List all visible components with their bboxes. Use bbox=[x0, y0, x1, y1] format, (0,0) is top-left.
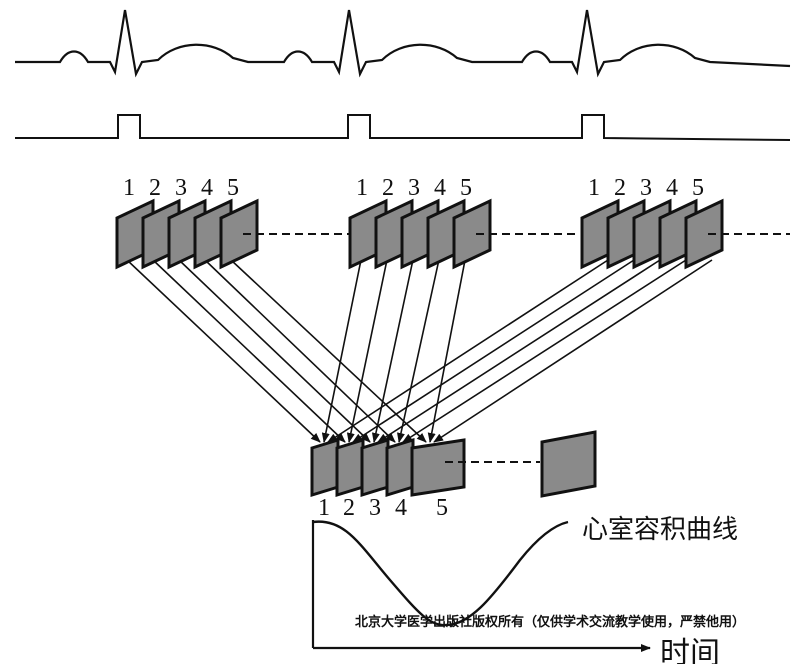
ventricular-volume-curve bbox=[312, 520, 569, 627]
bottom-frame-label: 4 bbox=[395, 495, 407, 521]
bottom-frame-1 bbox=[310, 437, 340, 498]
top-frame-label: 3 bbox=[640, 175, 652, 201]
top-frame-label: 5 bbox=[692, 175, 704, 201]
bottom-frame-3 bbox=[360, 437, 390, 498]
copyright-watermark: 北京大学医学出版社版权所有（仅供学术交流教学使用，严禁他用） bbox=[355, 614, 745, 630]
arrow-g1-f4 bbox=[204, 259, 396, 443]
arrow-g2-f4 bbox=[397, 254, 441, 443]
bottom-frame-5 bbox=[410, 438, 466, 497]
bottom-frame-2 bbox=[335, 437, 365, 498]
arrow-g2-f3 bbox=[371, 254, 415, 443]
top-frame-label: 5 bbox=[227, 175, 239, 201]
top-frame-label: 2 bbox=[149, 175, 161, 201]
top-frame-label: 1 bbox=[588, 175, 600, 201]
arrow-g1-f1 bbox=[126, 259, 321, 443]
arrow-g2-f2 bbox=[346, 254, 389, 443]
group-1-frame-5 bbox=[219, 198, 259, 270]
bottom-frame-label: 2 bbox=[343, 495, 355, 521]
top-frame-label: 3 bbox=[175, 175, 187, 201]
arrow-g2-f1 bbox=[321, 254, 363, 443]
arrow-g1-f3 bbox=[178, 259, 371, 443]
arrow-g3-f4 bbox=[402, 259, 687, 443]
volume-curve-label: 心室容积曲线 bbox=[582, 515, 738, 545]
top-frame-label: 4 bbox=[434, 175, 446, 201]
top-frame-label: 4 bbox=[666, 175, 678, 201]
mapping-arrows bbox=[126, 254, 713, 443]
bottom-frame-label: 1 bbox=[318, 495, 330, 521]
arrow-g3-f3 bbox=[377, 259, 661, 443]
bottom-frame-label: 3 bbox=[369, 495, 381, 521]
top-frame-label: 1 bbox=[356, 175, 368, 201]
arrow-g1-f5 bbox=[230, 259, 427, 443]
top-frame-label: 1 bbox=[123, 175, 135, 201]
bottom-frame-label: 5 bbox=[436, 495, 448, 521]
single-frame bbox=[540, 430, 597, 498]
top-frame-label: 2 bbox=[382, 175, 394, 201]
group-3-frame-5 bbox=[684, 198, 724, 270]
arrow-g3-f1 bbox=[327, 259, 609, 443]
top-frame-label: 3 bbox=[408, 175, 420, 201]
top-frame-label: 4 bbox=[201, 175, 213, 201]
top-frame-label: 2 bbox=[614, 175, 626, 201]
ecg-waveform bbox=[15, 9, 791, 78]
gating-pulse-trace bbox=[15, 114, 791, 141]
arrow-g3-f2 bbox=[352, 259, 635, 443]
arrow-g3-f5 bbox=[433, 259, 713, 443]
frames bbox=[115, 198, 790, 498]
arrow-g2-f5 bbox=[427, 254, 467, 443]
arrow-g1-f2 bbox=[152, 259, 346, 443]
bottom-frame-4 bbox=[385, 437, 415, 498]
group-2-frame-5 bbox=[452, 198, 492, 270]
time-axis-label: 时间 bbox=[660, 636, 720, 664]
top-frame-label: 5 bbox=[460, 175, 472, 201]
